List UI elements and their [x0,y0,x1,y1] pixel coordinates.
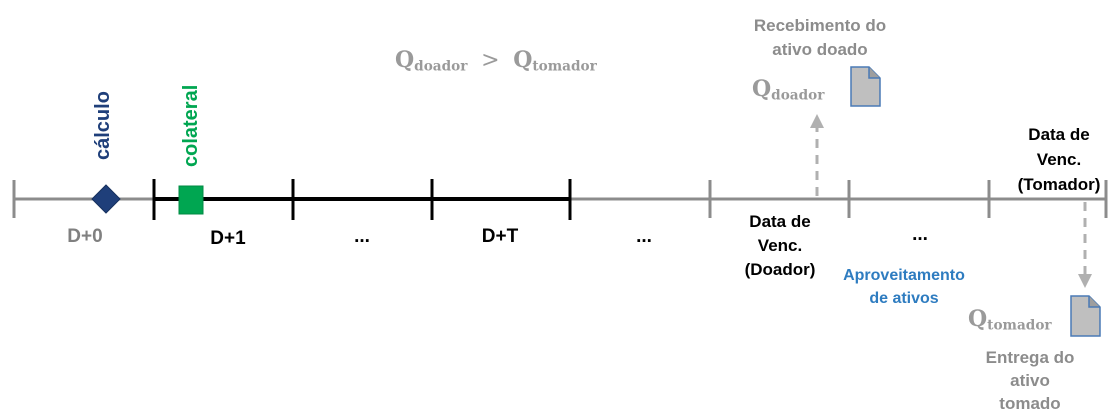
tomador-arrow-head [1078,274,1092,288]
quantity-inequality: Qdoador > Qtomador [395,47,597,74]
doador-due-date-label: Data de Venc. (Doador) [745,210,816,282]
tomador-due-date-line-3: (Tomador) [1017,175,1101,194]
colateral-label: colateral [180,84,202,167]
doador-due-date-line-2: Venc. [757,236,803,255]
q-tomador-label-subscript: tomador [987,317,1052,334]
q-tomador-label: Qtomador [968,306,1052,333]
document-icon [850,66,881,107]
q-doador-label-subscript: doador [771,87,825,104]
aproveitamento-line-2: de ativos [869,290,939,307]
tick-label-dots-3: ... [912,224,928,245]
aproveitamento-line-1: Aproveitamento [843,267,965,284]
tomador-due-date-line-1: Data de [1028,125,1090,144]
q-tomador-label-symbol: Q [968,306,988,332]
calculo-diamond-marker [91,184,121,214]
tomador-due-date-label: Data de Venc. (Tomador) [1018,122,1101,197]
tick-label-d1: D+1 [210,228,246,249]
greater-than-operator: > [481,48,500,73]
doador-arrow-head [810,114,824,128]
q-doador-subscript: doador [414,58,468,75]
delivery-label-line-2: ativo [1010,371,1050,390]
colateral-square-marker [178,185,204,215]
tick-label-d0: D+0 [67,226,103,247]
doador-due-date-line-1: Data de [749,212,811,231]
delivery-label: Entrega do ativo tomado [986,346,1075,415]
document-icon [1070,295,1101,337]
q-doador-symbol: Q [395,47,415,73]
tick-label-dots-2: ... [636,226,652,247]
tick-label-dots-1: ... [354,226,370,247]
doador-due-date-line-3: (Doador) [744,260,816,279]
q-tomador-symbol: Q [513,47,533,73]
q-tomador-subscript: tomador [532,58,597,75]
tick-label-dT: D+T [481,226,519,247]
q-doador-label-symbol: Q [752,76,772,102]
receipt-label-line-1: Recebimento do [753,16,887,35]
receipt-label-line-2: ativo doado [772,40,868,59]
receipt-label: Recebimento do ativo doado [754,14,886,62]
calculo-label: cálculo [92,91,114,160]
delivery-label-line-3: tomado [999,394,1061,413]
delivery-label-line-1: Entrega do [985,348,1075,367]
aproveitamento-label: Aproveitamento de ativos [843,264,965,310]
q-doador-label: Qdoador [752,76,824,103]
tomador-due-date-line-2: Venc. [1036,150,1082,169]
